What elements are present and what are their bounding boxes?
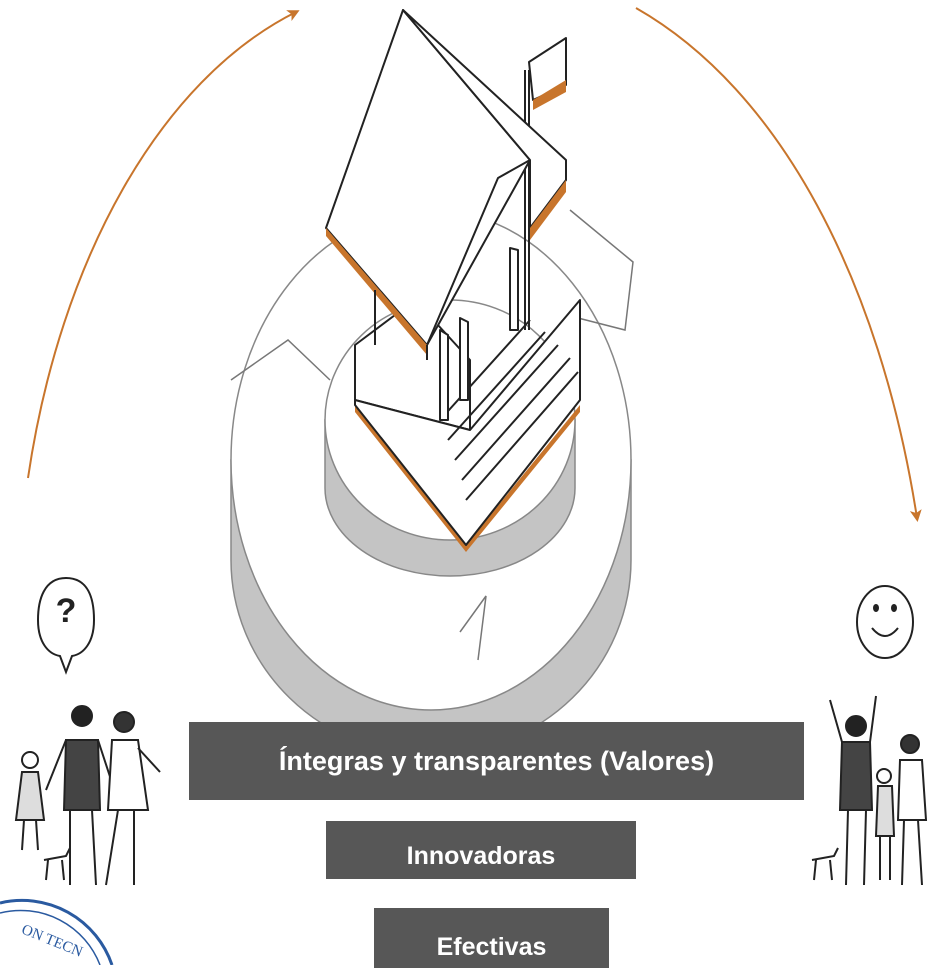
values-label-box: Íntegras y transparentes (Valores) xyxy=(189,722,804,800)
innovative-label: Innovadoras xyxy=(406,841,556,870)
seal-logo-partial: ON TECN xyxy=(0,898,114,965)
effective-label-box: Efectivas xyxy=(374,908,609,968)
innovative-label-box: Innovadoras xyxy=(326,821,636,879)
smiley-face-icon xyxy=(856,585,914,659)
effective-label: Efectivas xyxy=(436,932,547,961)
family-celebrating-illustration xyxy=(811,695,928,886)
right-curve-arrow xyxy=(635,7,922,522)
question-mark-icon: ? xyxy=(55,592,77,630)
family-walking-illustration xyxy=(14,705,161,886)
values-label: Íntegras y transparentes (Valores) xyxy=(278,745,715,776)
question-bubble xyxy=(36,576,96,675)
seal-text: ON TECN xyxy=(19,922,85,961)
left-curve-arrow xyxy=(27,10,300,479)
institution-building-icon xyxy=(325,9,581,552)
